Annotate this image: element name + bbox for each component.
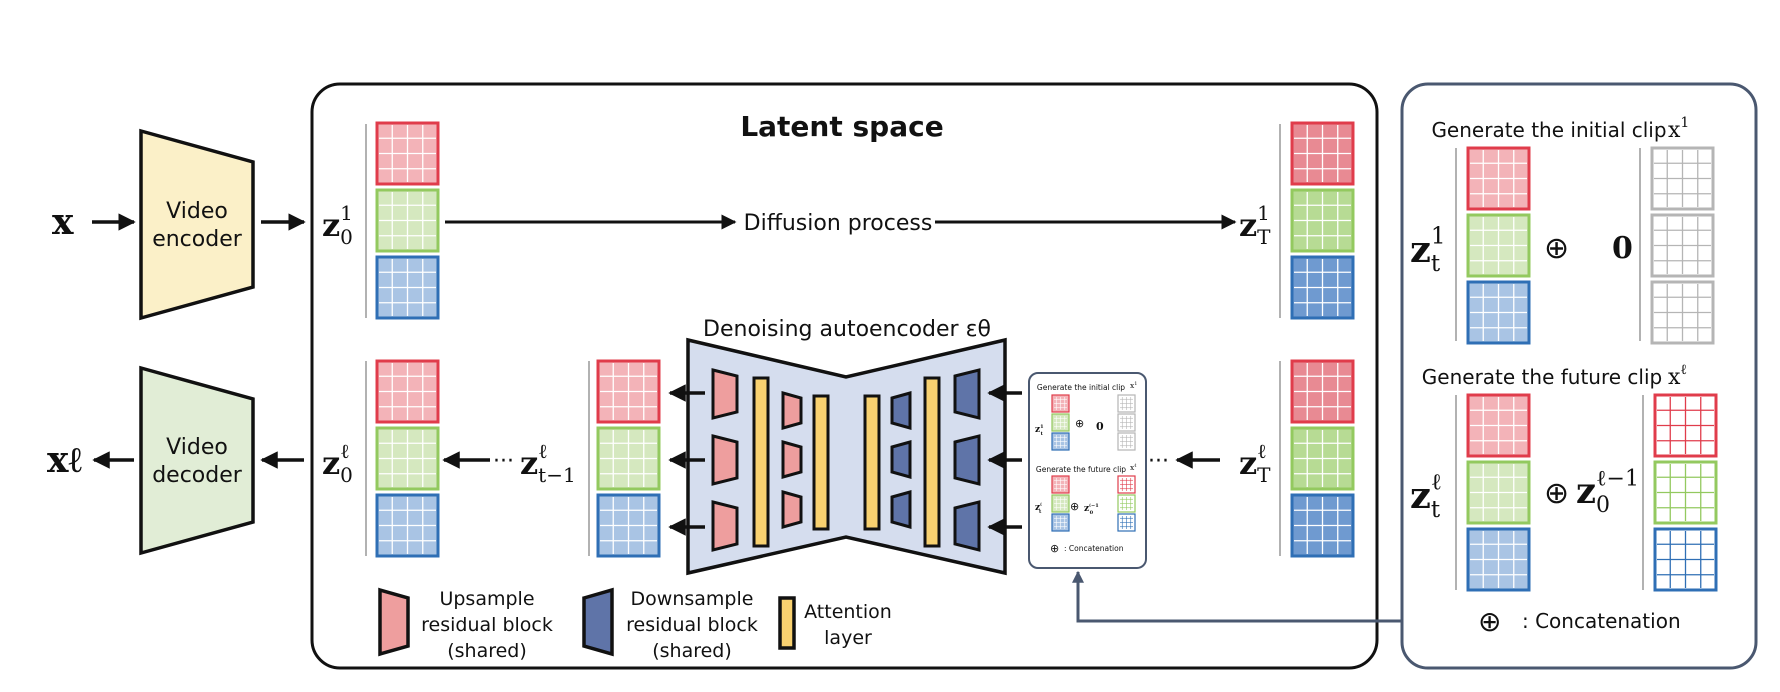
attention-layers — [752, 376, 941, 548]
svg-text:⊕: ⊕ — [1075, 417, 1084, 430]
svg-text:Attention: Attention — [804, 601, 892, 623]
svg-text:0: 0 — [1096, 420, 1104, 433]
svg-text:layer: layer — [824, 627, 872, 649]
legend-attention: Attention layer — [778, 596, 892, 650]
stack-ztm1-l — [596, 359, 661, 558]
downsample-blocks-small — [890, 391, 912, 529]
panel-future-clip: xℓ — [1668, 362, 1687, 390]
svg-text:xℓ: xℓ — [1130, 463, 1137, 472]
svg-text:Downsample: Downsample — [631, 588, 754, 610]
ellipsis-right: ··· — [1148, 449, 1169, 474]
encoder-label-line1: Video — [166, 199, 228, 224]
generation-panel-frame — [1400, 82, 1758, 670]
svg-text:: Concatenation: : Concatenation — [1064, 544, 1124, 553]
concat-symbol-1: ⊕ — [1544, 231, 1569, 266]
unet-arrows-in — [987, 384, 1022, 536]
diffusion-process-label: Diffusion process — [744, 211, 933, 236]
legend-upsample: Upsample residual block (shared) — [378, 587, 553, 662]
decoder-label-line2: decoder — [152, 463, 243, 488]
svg-text:(shared): (shared) — [447, 640, 527, 662]
legend-attention-icon — [778, 596, 796, 650]
video-decoder-block — [139, 365, 255, 556]
connector-panel-to-mini — [1072, 570, 1402, 623]
svg-text:Upsample: Upsample — [439, 588, 534, 610]
upsample-blocks-small — [781, 391, 803, 529]
ellipsis-left: ··· — [493, 449, 514, 474]
panel-future-title: Generate the future clip — [1422, 365, 1662, 389]
decoder-label-line1: Video — [166, 435, 228, 460]
svg-text:Generate the future clip: Generate the future clip — [1036, 465, 1126, 474]
svg-text:(shared): (shared) — [652, 640, 732, 662]
latent-space-frame — [310, 82, 1379, 670]
svg-text:zℓt: zℓt — [1035, 502, 1042, 515]
concat-legend-symbol: ⊕ — [1478, 605, 1501, 638]
denoiser-label: Denoising autoencoder εθ — [703, 317, 991, 342]
panel-initial-title: Generate the initial clip — [1431, 118, 1666, 142]
svg-text:⊕: ⊕ — [1050, 542, 1059, 555]
input-x-label: x — [52, 201, 74, 243]
svg-text:x1: x1 — [1130, 381, 1137, 390]
encoder-label-line2: encoder — [152, 227, 243, 252]
video-encoder-block — [139, 128, 255, 321]
concat-symbol-2: ⊕ — [1544, 476, 1569, 511]
concat-legend-text: : Concatenation — [1522, 609, 1681, 633]
svg-text:Generate the initial clip: Generate the initial clip — [1037, 383, 1125, 392]
output-x-label: xℓ — [47, 439, 82, 481]
svg-text:residual block: residual block — [626, 614, 758, 636]
upsample-blocks-large — [711, 368, 739, 552]
legend-downsample-icon — [582, 587, 614, 657]
stack-zero — [1650, 146, 1715, 345]
latent-space-title: Latent space — [740, 110, 943, 143]
stack-zT-1 — [1290, 121, 1355, 320]
zero-label: 0 — [1612, 231, 1633, 266]
stack-zT-l — [1290, 359, 1355, 558]
stack-zt-l — [1466, 393, 1531, 592]
svg-text:residual block: residual block — [421, 614, 553, 636]
stack-z0-lm1 — [1653, 393, 1718, 592]
stack-zt-1 — [1466, 146, 1531, 345]
panel-initial-clip: x1 — [1668, 115, 1689, 143]
unet-arrows-out — [668, 384, 705, 536]
legend-upsample-icon — [378, 587, 410, 657]
legend-downsample: Downsample residual block (shared) — [582, 587, 758, 662]
svg-text:⊕: ⊕ — [1070, 500, 1079, 513]
stack-z0-1 — [375, 121, 440, 320]
downsample-blocks-large — [953, 368, 981, 552]
svg-text:z1t: z1t — [1035, 424, 1044, 437]
stack-z0-l — [375, 359, 440, 558]
